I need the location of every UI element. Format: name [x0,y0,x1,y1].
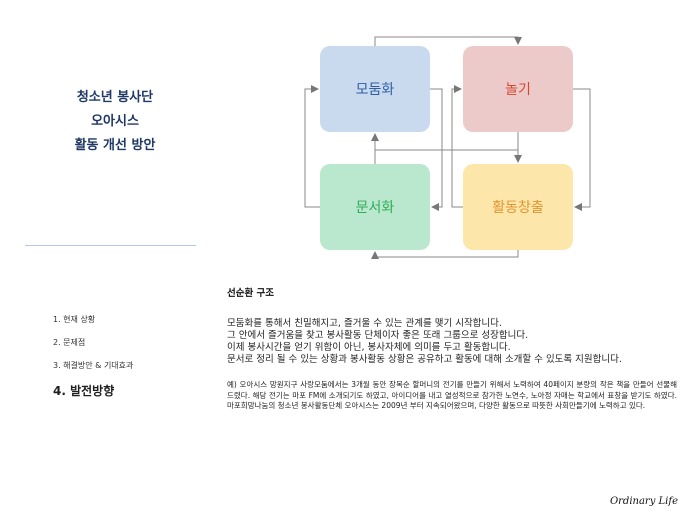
slide-title: 청소년 봉사단 오아시스 활동 개선 방안 [40,86,190,158]
connector-top-inner [371,132,519,151]
title-line-2: 오아시스 [91,114,139,129]
content-line-2: 그 안에서 즐거움을 찾고 봉사활동 단체이자 좋은 또래 그룹으로 성장합니다… [227,330,529,341]
connector-right [573,88,591,211]
connector-mid-right [451,85,463,208]
box-play: 놀기 [463,46,573,132]
content-title: 선순환 구조 [227,288,275,299]
connector-bottom-inner [374,149,522,164]
nav-item-current-status[interactable]: 1. 현재 상황 [53,315,96,324]
title-line-1: 청소년 봉사단 [76,90,154,105]
title-line-3: 활동 개선 방안 [74,138,156,153]
content-line-4: 문서로 정리 될 수 있는 상황과 봉사활동 상황은 공유하고 활동에 대해 소… [227,354,622,365]
connector-mid-left [430,88,443,211]
connector-bottom [371,250,519,259]
box-documentation: 문서화 [320,164,430,250]
title-divider [25,245,196,246]
brand-logo: Ordinary Life [609,496,678,507]
section-nav: 1. 현재 상황 2. 문제점 3. 해결방안 & 기대효과 4. 발전방향 [53,313,133,405]
content-line-1: 모둠화를 통해서 친밀해지고, 즐거울 수 있는 관계를 맺기 시작합니다. [227,318,502,329]
nav-item-solutions[interactable]: 3. 해결방안 & 기대효과 [53,361,134,370]
box-activity-creation: 활동창출 [463,164,573,250]
content-section: 선순환 구조 모둠화를 통해서 친밀해지고, 즐거울 수 있는 관계를 맺기 시… [227,285,677,412]
example-paragraph: 예) 오아시스 망원지구 사랑모둠에서는 3개월 동안 장복순 할머니의 전기를… [227,380,677,410]
box-grouping: 모둠화 [320,46,430,132]
nav-item-problems[interactable]: 2. 문제점 [53,338,86,347]
connector-top [374,36,522,46]
nav-item-development[interactable]: 4. 발전방향 [53,384,115,398]
connector-left [304,85,320,208]
content-line-3: 이제 봉사시간을 얻기 위함이 아닌, 봉사자체에 의미를 두고 활동합니다. [227,342,511,353]
